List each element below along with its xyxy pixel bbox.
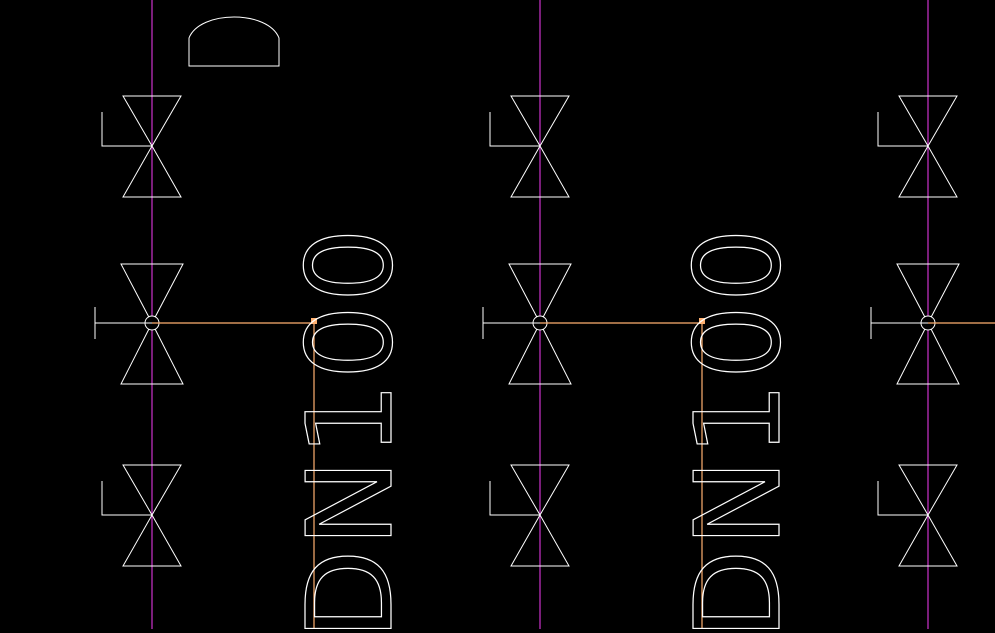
- valve-handle: [101, 481, 152, 516]
- valve-upper-triangle: [122, 95, 182, 147]
- valve-lower-triangle: [122, 144, 182, 198]
- angle-valve-icon: [101, 95, 182, 198]
- valve-handle: [489, 112, 540, 147]
- dome-cap-icon: [188, 16, 280, 67]
- angle-valve-icon: [877, 95, 958, 198]
- valve-upper-triangle: [120, 263, 184, 325]
- column-2: DN100: [482, 0, 808, 633]
- column-1: DN100: [94, 0, 420, 633]
- valve-upper-triangle: [122, 464, 182, 516]
- pipe-size-label: DN100: [669, 226, 807, 629]
- valve-lower-triangle: [510, 144, 570, 198]
- column-3: [870, 0, 995, 629]
- valve-handle: [877, 112, 928, 147]
- valve-lower-triangle: [896, 321, 960, 385]
- valve-handle: [101, 112, 152, 147]
- valve-upper-triangle: [896, 263, 960, 325]
- valve-upper-triangle: [898, 95, 958, 147]
- valve-upper-triangle: [510, 95, 570, 147]
- angle-valve-icon: [101, 464, 182, 567]
- gate-valve-with-actuator-icon: [94, 263, 184, 385]
- angle-valve-icon: [489, 464, 570, 567]
- valve-lower-triangle: [510, 513, 570, 567]
- pipe-size-label: DN100: [281, 226, 419, 629]
- valve-upper-triangle: [898, 464, 958, 516]
- valve-upper-triangle: [508, 263, 572, 325]
- grip-point: [699, 318, 705, 324]
- grip-point: [311, 318, 317, 324]
- gate-valve-with-actuator-icon: [482, 263, 572, 385]
- valve-handle: [489, 481, 540, 516]
- valve-lower-triangle: [120, 321, 184, 385]
- gate-valve-with-actuator-icon: [870, 263, 960, 385]
- valve-lower-triangle: [898, 144, 958, 198]
- valve-lower-triangle: [898, 513, 958, 567]
- valve-upper-triangle: [510, 464, 570, 516]
- valve-lower-triangle: [508, 321, 572, 385]
- valve-handle: [877, 481, 928, 516]
- angle-valve-icon: [489, 95, 570, 198]
- angle-valve-icon: [877, 464, 958, 567]
- valve-lower-triangle: [122, 513, 182, 567]
